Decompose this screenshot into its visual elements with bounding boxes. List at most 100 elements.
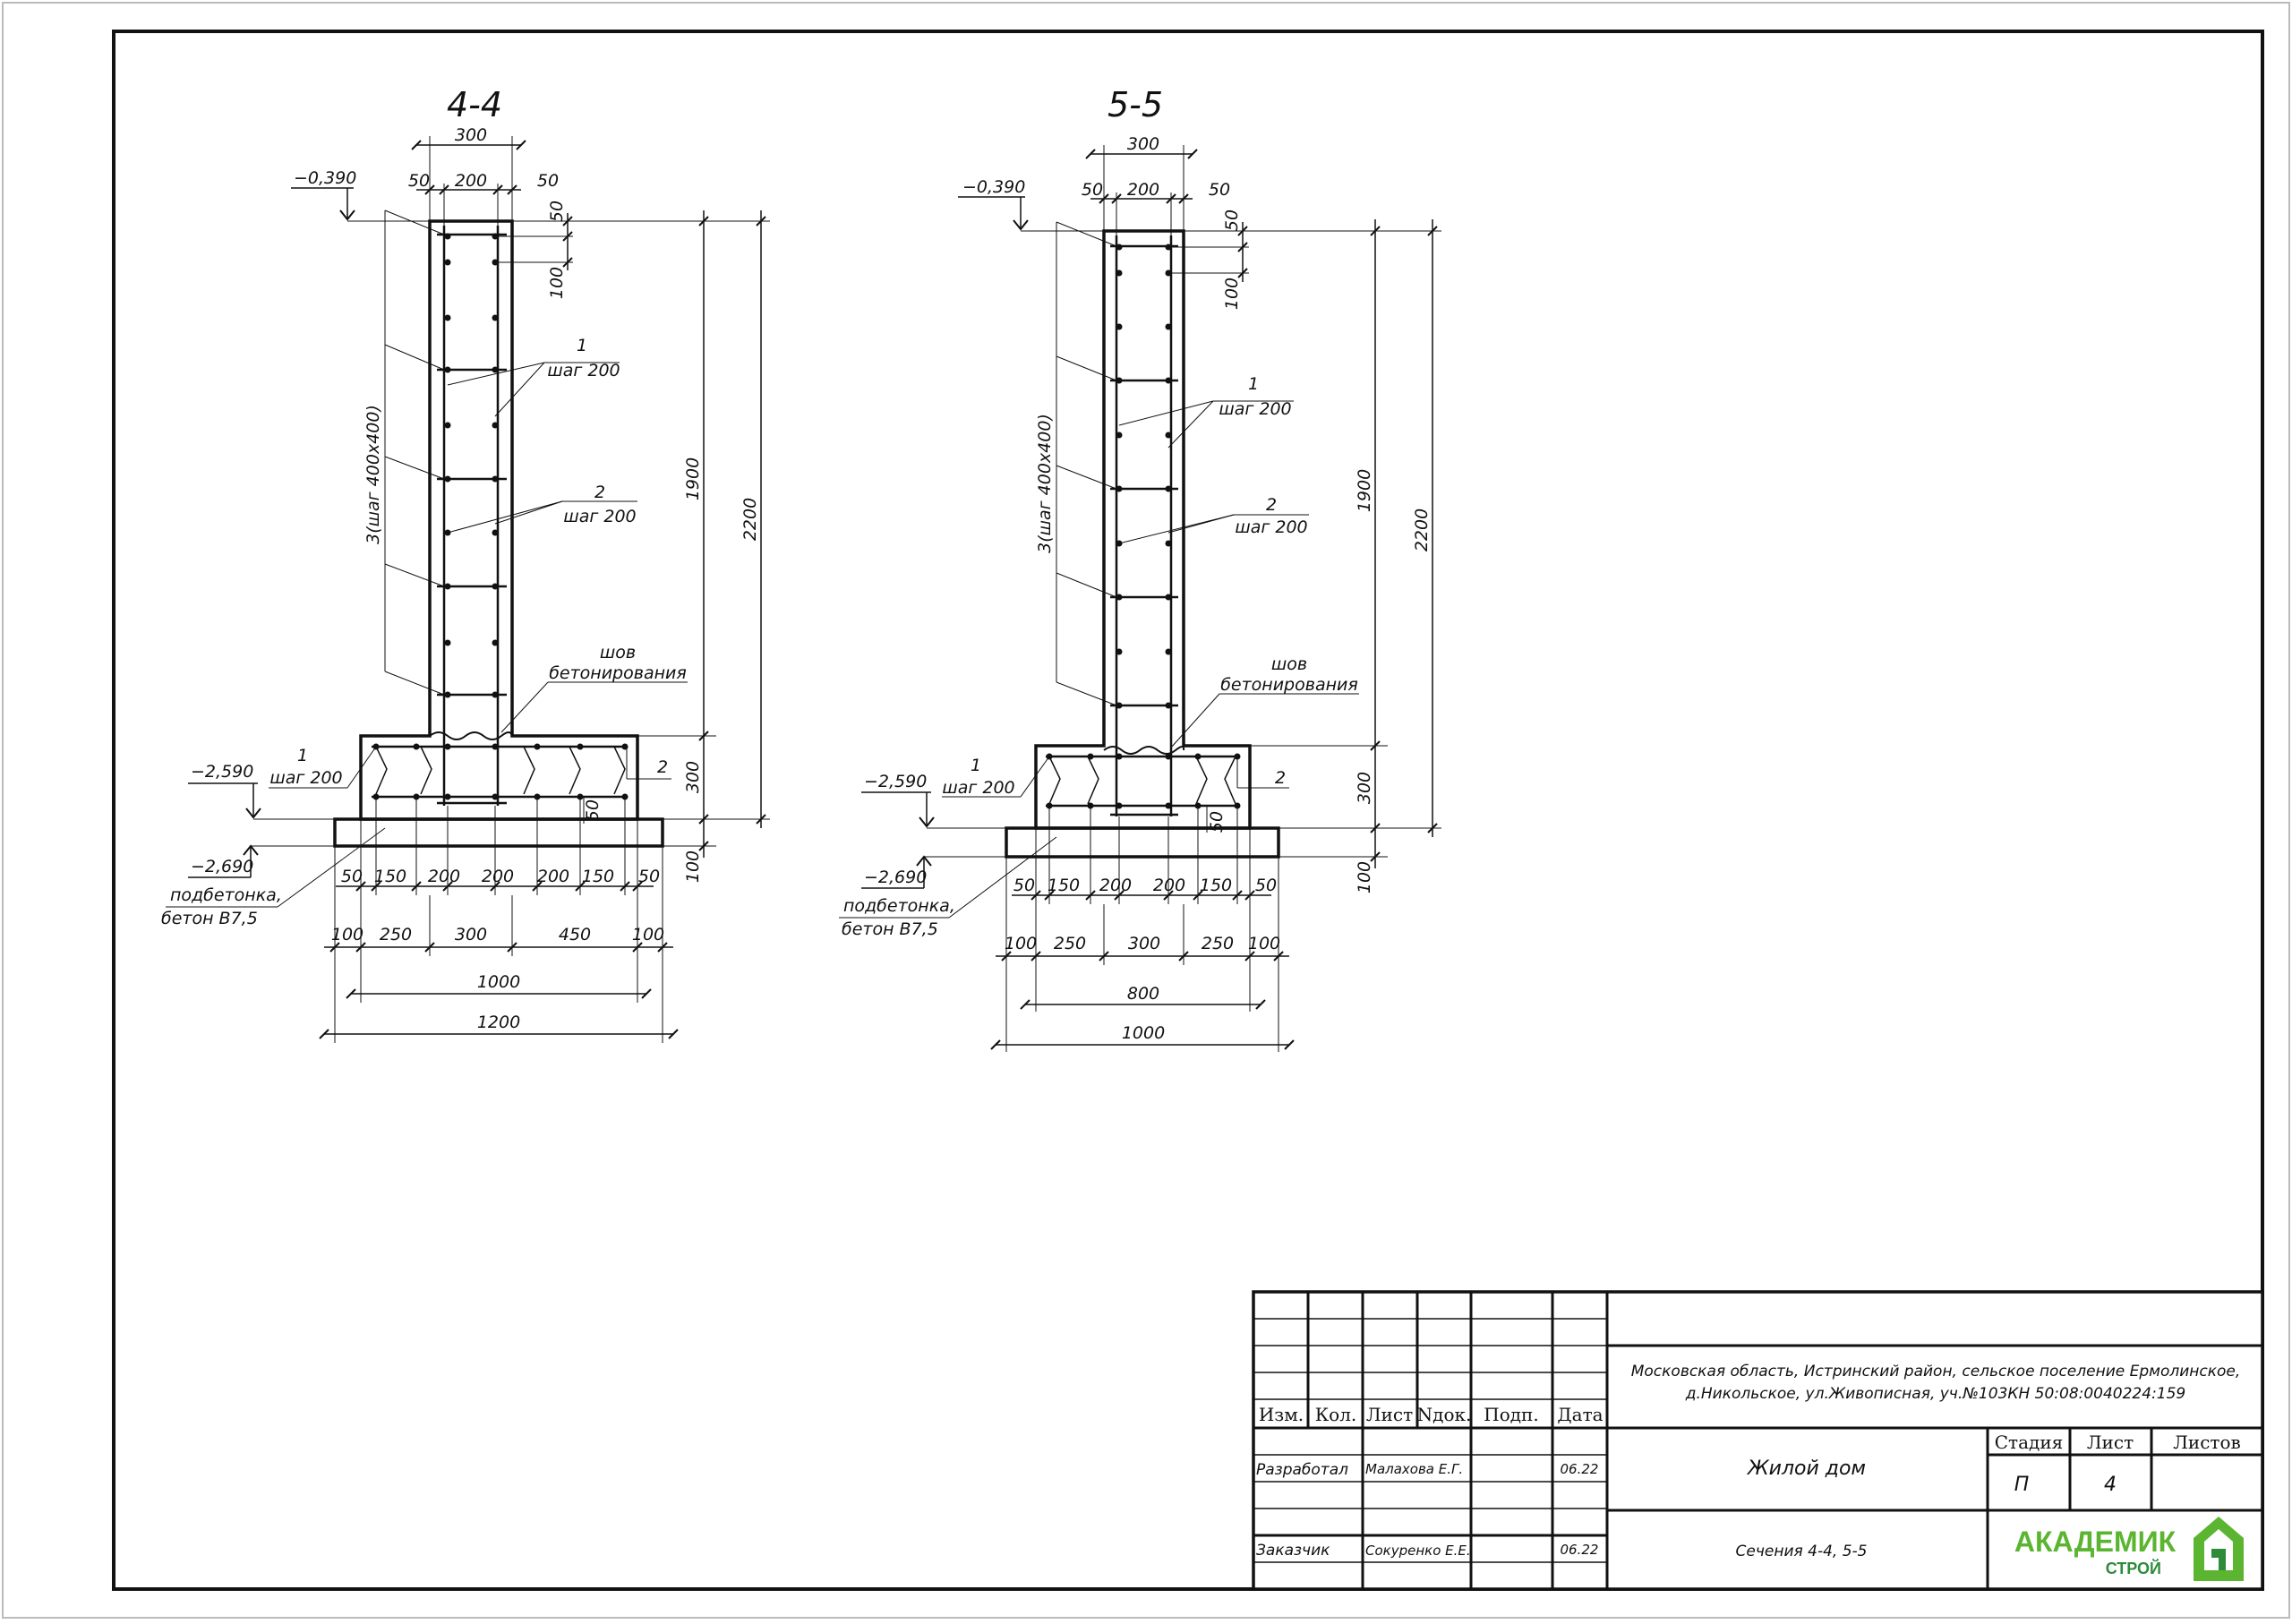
foot-bar2-number: 2 [657, 757, 668, 777]
dim-text: 150 [374, 867, 406, 886]
dim-ticks [329, 942, 668, 953]
concrete-label-2: бетон B7,5 [842, 919, 938, 939]
dim-text: 50 [1255, 876, 1277, 895]
dim-text: 200 [482, 867, 514, 886]
title-block: Изм. Кол. Лист Nдок. Подп. Дата Московск… [1252, 1290, 2264, 1591]
address-line-1: Московская область, Истринский район, се… [1631, 1363, 2241, 1380]
dim-300: 300 [683, 761, 703, 793]
dim-1900: 1900 [1355, 469, 1374, 512]
dim-text: 50 [408, 171, 430, 191]
foot-bar1-leader [346, 746, 377, 789]
customer-date: 06.22 [1561, 1542, 1599, 1558]
joint-leader [500, 681, 549, 733]
dim-text: 150 [1048, 876, 1080, 895]
bar1-step: шаг 200 [1219, 399, 1291, 419]
dim-100: 100 [683, 850, 703, 883]
joint-label-1: шов [1271, 654, 1307, 674]
title-block-rows-thin [1253, 1318, 1607, 1563]
concrete-label-1: подбетонка, [170, 885, 282, 905]
stage-label: Стадия [1995, 1432, 2064, 1453]
ext-lines-bottom-2 [1005, 857, 1279, 1052]
developer-name: Малахова Е.Г. [1365, 1461, 1463, 1477]
bar1-step: шаг 200 [547, 361, 620, 380]
dim-text: 300 [455, 925, 487, 944]
lean-concrete-pad [333, 817, 664, 848]
foot-bar1-step: шаг 200 [269, 768, 342, 788]
dim-text: 200 [428, 867, 460, 886]
dim-text: 50 [1209, 180, 1230, 200]
developer-date: 06.22 [1561, 1461, 1599, 1477]
dim-text: 200 [537, 867, 569, 886]
joint-leader [1170, 693, 1220, 748]
elev-marker [245, 808, 261, 819]
dim-text: 150 [1200, 876, 1232, 895]
section-5-5: 5-5 [839, 85, 1441, 1052]
rebar-leader-lines [384, 209, 445, 696]
dim-text: 50 [341, 867, 363, 886]
dim-text: 250 [1202, 934, 1234, 953]
dim-total-outer: 1000 [1122, 1023, 1165, 1043]
dim-text: 250 [380, 925, 412, 944]
foot-bar1-number: 1 [971, 756, 981, 775]
customer-role: Заказчик [1256, 1542, 1330, 1560]
rebar-dots-wall [444, 233, 499, 698]
header-izm: Изм. [1259, 1404, 1304, 1425]
dim-2200: 2200 [740, 498, 760, 541]
ext-lines-bottom [360, 797, 638, 895]
sheets-label: Листов [2173, 1432, 2241, 1453]
sheet-value: 4 [2104, 1474, 2117, 1496]
bar1-leader [494, 362, 545, 417]
dim-text: 100 [632, 925, 664, 944]
address-line-2: д.Никольское, ул.Живописная, уч.№103КН 5… [1685, 1385, 2186, 1403]
rebar-spacing-note: 3(шаг 400x400) [1035, 414, 1055, 553]
section-title: 5-5 [1108, 85, 1163, 124]
dim-text: 100 [331, 925, 363, 944]
dim-2200: 2200 [1412, 509, 1432, 551]
rebar-dots-footing [1046, 753, 1241, 809]
elev-top: −0,390 [962, 177, 1025, 197]
foundation-outline [1034, 229, 1252, 830]
elev-bot: −2,690 [864, 868, 927, 887]
title-block-rows-thick [1253, 1344, 2262, 1589]
dim-total-outer: 1200 [477, 1013, 520, 1032]
elev-top: −0,390 [294, 168, 356, 188]
dim-total-inner: 800 [1127, 984, 1159, 1004]
dim-text: 200 [1153, 876, 1185, 895]
foot-bar1-number: 1 [297, 746, 308, 765]
concrete-leader [948, 836, 1057, 919]
joint-label-2: бетонирования [1220, 675, 1358, 695]
elev-marker [339, 209, 355, 221]
bar2-step: шаг 200 [563, 507, 636, 526]
dim-ticks [1370, 226, 1438, 862]
foot-bar1-leader [1020, 756, 1050, 798]
dim-text: 50 [1082, 180, 1103, 200]
dim-text: 300 [1127, 134, 1159, 154]
sheet-title: Сечения 4-4, 5-5 [1736, 1543, 1868, 1560]
dim-ticks [1031, 890, 1255, 901]
ext-lines-bottom [1035, 806, 1251, 904]
dim-ticks [698, 216, 766, 851]
dim-text: 300 [455, 125, 487, 145]
header-list: Лист [1366, 1404, 1413, 1425]
logo-text-sub: СТРОЙ [2106, 1559, 2161, 1577]
footing-stirrups [1048, 756, 1236, 805]
dim-text: 50 [1013, 876, 1035, 895]
elev-mid: −2,590 [864, 772, 927, 791]
dim-text: 50 [547, 201, 567, 222]
dim-text: 450 [559, 925, 591, 944]
dim-text: 50 [638, 867, 660, 886]
bar2-step: шаг 200 [1235, 517, 1307, 537]
dim-text: 200 [1099, 876, 1132, 895]
logo-text-main: АКАДЕМИК [2014, 1526, 2177, 1558]
dim-300: 300 [1355, 772, 1374, 804]
foot-bar1-step: шаг 200 [942, 778, 1014, 798]
rebar-dots-footing [372, 743, 629, 800]
sheet-label: Лист [2087, 1432, 2134, 1453]
construction-joint-line [1103, 746, 1185, 755]
bar2-number: 2 [594, 483, 605, 502]
stage-value: П [2014, 1474, 2030, 1496]
elev-mid: −2,590 [191, 762, 253, 782]
